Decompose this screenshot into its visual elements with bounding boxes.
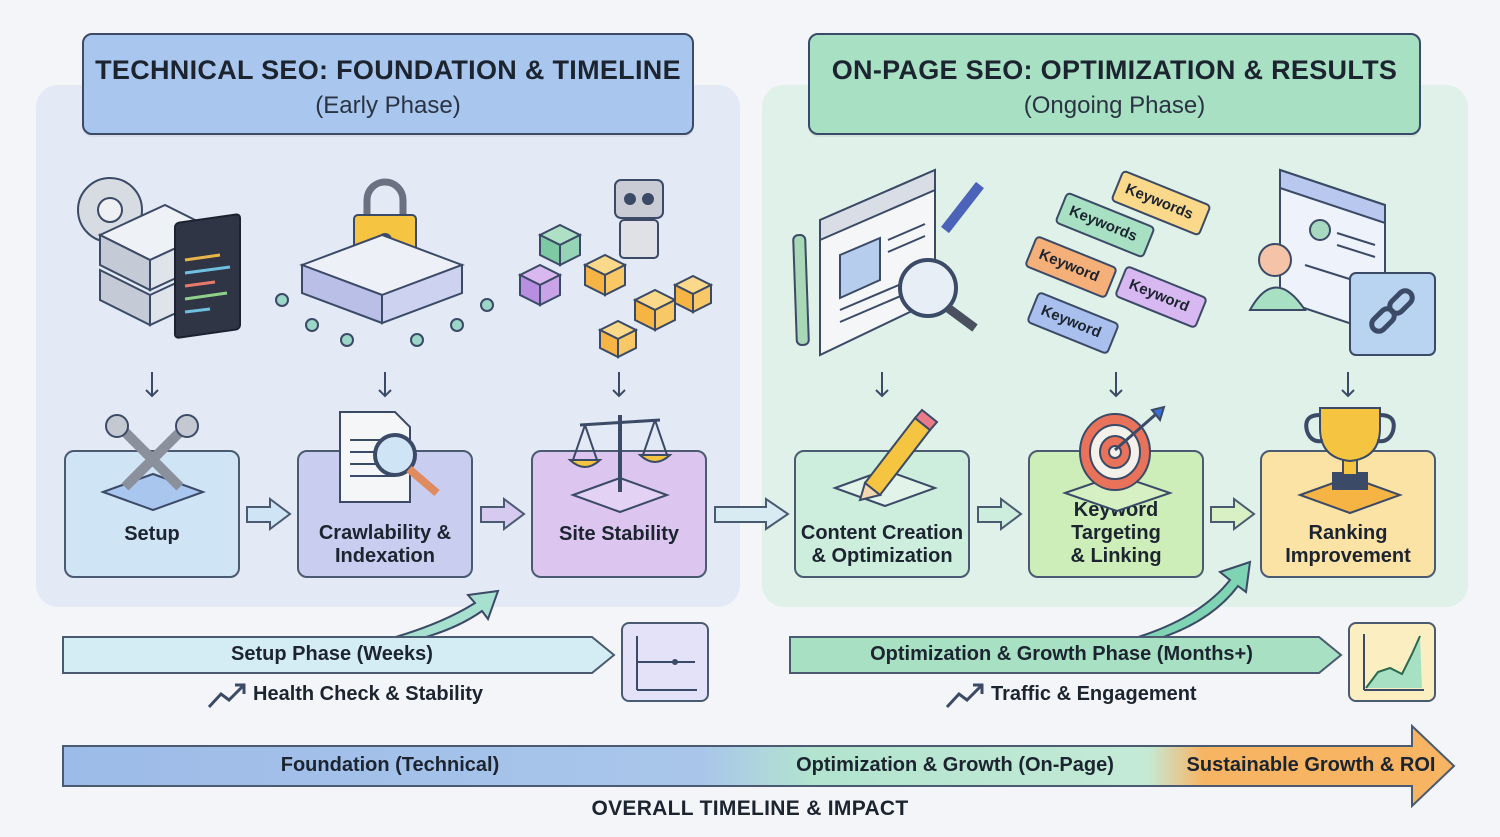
webpage-magnifier-icon	[792, 168, 984, 357]
traffic-mini-chart	[1348, 622, 1436, 702]
stability-mini-chart	[621, 622, 709, 702]
overall-timeline-bar	[62, 724, 1456, 808]
setup-phase-label: Setup Phase (Weeks)	[231, 643, 433, 665]
growth-arrow-onpage	[1132, 560, 1252, 643]
step-ranking-improvement-label: Ranking Improvement	[1285, 522, 1411, 567]
trend-up-icon	[207, 683, 246, 709]
trend-up-icon	[945, 683, 984, 709]
step-ranking-improvement: Ranking Improvement	[1260, 450, 1436, 578]
timeline-foundation-label: Foundation (Technical)	[280, 754, 500, 776]
onpage-header: ON-PAGE SEO: OPTIMIZATION & RESULTS (Ong…	[808, 33, 1421, 135]
step-crawlability: Crawlability & Indexation	[297, 450, 473, 578]
keyword-tag: Keyword	[1023, 234, 1119, 300]
server-gear-icon	[77, 177, 241, 339]
technical-title: TECHNICAL SEO: FOUNDATION & TIMELINE	[95, 55, 681, 85]
step-content-creation: Content Creation & Optimization	[794, 450, 970, 578]
traffic-label: Traffic & Engagement	[991, 683, 1197, 705]
technical-subtitle: (Early Phase)	[315, 92, 461, 119]
onpage-title: ON-PAGE SEO: OPTIMIZATION & RESULTS	[831, 55, 1398, 85]
robot-crawler-icon	[517, 179, 714, 359]
user-webpage-link-icon	[1248, 168, 1436, 356]
balance-scale-icon	[567, 415, 673, 514]
keyword-tags: Keywords Keywords Keyword Keyword Keywor…	[1023, 168, 1215, 358]
lock-server-icon	[275, 178, 494, 347]
step-setup-label: Setup	[124, 523, 180, 545]
setup-phase-bar	[62, 636, 616, 674]
trophy-icon	[1297, 407, 1403, 515]
document-magnifier-icon	[339, 411, 440, 503]
step-site-stability-label: Site Stability	[558, 523, 680, 545]
flow-arrows	[246, 497, 1256, 531]
keyword-tag: Keyword	[1113, 264, 1209, 330]
step-setup: Setup	[64, 450, 240, 578]
wrench-tools-icon	[100, 414, 206, 512]
technical-header: TECHNICAL SEO: FOUNDATION & TIMELINE (Ea…	[82, 33, 694, 135]
timeline-sustainable-label: Sustainable Growth & ROI	[1186, 754, 1436, 776]
growth-phase-bar	[789, 636, 1343, 674]
step-content-creation-label: Content Creation & Optimization	[800, 522, 964, 567]
timeline-optimization-label: Optimization & Growth (On-Page)	[796, 754, 1114, 776]
target-dart-icon	[1061, 405, 1174, 513]
step-crawlability-label: Crawlability & Indexation	[318, 522, 452, 567]
keyword-tag: Keyword	[1025, 290, 1121, 356]
down-arrows	[145, 372, 1355, 398]
health-check-label: Health Check & Stability	[253, 683, 484, 705]
overall-timeline-title: OVERALL TIMELINE & IMPACT	[591, 797, 909, 820]
pencil-icon	[832, 408, 939, 508]
growth-phase-label: Optimization & Growth Phase (Months+)	[870, 643, 1253, 665]
onpage-subtitle: (Ongoing Phase)	[1023, 92, 1206, 119]
